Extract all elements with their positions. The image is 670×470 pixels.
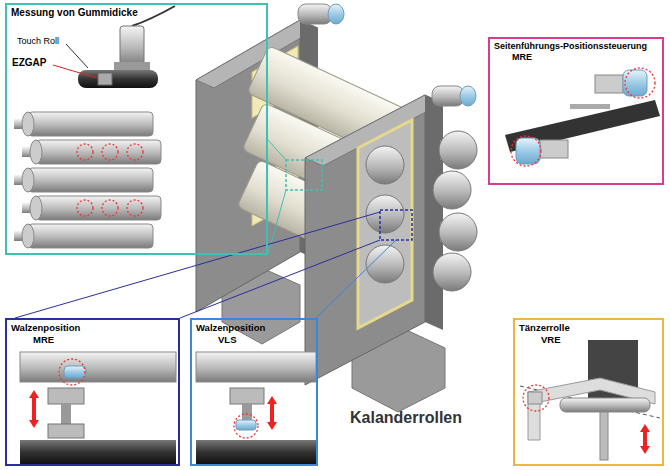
leader-line: [53, 65, 97, 78]
dancer-detail: [520, 340, 660, 460]
lower-roll: [196, 440, 316, 464]
sensor-post: [61, 404, 71, 424]
leader-line: [180, 240, 380, 318]
motion-arrow: [29, 390, 39, 428]
motor-body: [298, 4, 332, 24]
roll-journal: [439, 213, 477, 251]
sensor-head: [528, 392, 542, 404]
right-frame: [305, 95, 477, 412]
sensor-marker: [59, 359, 85, 385]
dancer-roll: [560, 398, 650, 412]
measure-points: [77, 144, 143, 216]
bearing-block: [230, 388, 264, 404]
sensor-cylinder: [623, 70, 647, 96]
sensor-type: VRE: [541, 334, 561, 346]
sensor-cylinder: [516, 138, 540, 164]
leader-line: [268, 190, 286, 254]
panel-heading: Walzenposition: [11, 322, 80, 334]
sensor-block: [595, 75, 623, 93]
sensor-marker: [625, 68, 655, 98]
leader-line: [15, 212, 380, 318]
roll-position-detail: [20, 352, 176, 464]
sensor-head: [64, 366, 86, 378]
lower-roll: [20, 440, 176, 464]
detail-marker: [380, 210, 412, 240]
sensor-mount: [114, 62, 150, 70]
sensor-type: VLS: [218, 334, 236, 346]
drive-motors: [298, 4, 476, 106]
frame-side: [425, 95, 443, 330]
sensor-type: MRE: [33, 334, 54, 346]
motor-body: [432, 86, 464, 106]
sensor-marker: [234, 414, 258, 438]
leader-line: [66, 44, 88, 68]
panel-box: WalzenpositionVLS: [190, 318, 318, 466]
dancer-post: [600, 412, 608, 460]
motion-arrow: [267, 396, 277, 430]
panel-heading: Messung von Gummidicke: [11, 7, 138, 20]
motor-cap: [460, 86, 476, 106]
panel-box: TänzerrolleVRE: [513, 318, 664, 466]
sensor-post: [242, 404, 252, 422]
sensor-block: [540, 140, 568, 158]
leader-lines: [15, 140, 396, 318]
sensor-head: [236, 420, 256, 430]
motor-cap: [328, 4, 344, 24]
panel-heading: Tänzerrolle: [519, 322, 570, 334]
dancer-frame: [528, 378, 655, 440]
roll-end: [366, 146, 404, 184]
motion-arrow: [640, 424, 650, 454]
gap-sensor: [98, 73, 112, 85]
frame-window: [358, 120, 412, 328]
leader-line: [316, 240, 396, 318]
detail-marker: [286, 160, 322, 190]
edge-guide-detail: [505, 68, 660, 166]
roll-stack: [14, 112, 161, 248]
part-label: EZGAP: [12, 57, 46, 69]
panel-box: Seitenführungs-PositionssteuerungMRE: [488, 37, 664, 185]
panel-heading: Walzenposition: [196, 322, 265, 334]
roll-journal: [433, 253, 471, 291]
leader-line: [268, 140, 286, 160]
panel-heading: Seitenführungs-Positionssteuerung: [494, 41, 647, 52]
roll-journal: [439, 131, 477, 169]
sensor-marker: [523, 385, 549, 411]
upper-roll: [20, 352, 176, 382]
guide-bar: [570, 104, 610, 109]
roll-journal: [433, 171, 471, 209]
part-label: Touch Roll: [17, 36, 59, 47]
diagram-label: Kalanderrollen: [350, 408, 462, 427]
calender-machine: [196, 4, 477, 412]
upper-roll: [196, 352, 316, 382]
sensor-body: [120, 26, 144, 66]
sensor-marker: [511, 136, 541, 166]
sensor-cable: [132, 6, 175, 26]
bearing-block: [48, 424, 84, 438]
panel-box: WalzenpositionMRE: [5, 318, 180, 466]
sensor-type: MRE: [512, 52, 532, 63]
thickness-detail: [14, 6, 175, 248]
touch-roll: [78, 70, 158, 88]
bearing-block: [48, 388, 84, 404]
roll-position-detail: [196, 352, 316, 464]
